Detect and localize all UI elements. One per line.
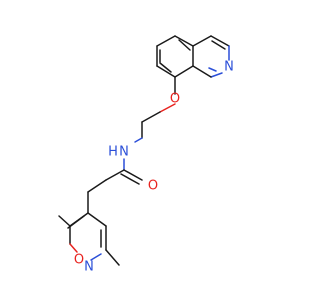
atom-labels: N O N H O O N [74,60,234,275]
isoxazole-nitrogen-label: N [84,260,94,275]
amide-nitrogen-label: N [119,145,129,160]
isoxazole-oxygen-label: O [74,253,84,268]
ether-linker [134,103,176,143]
amide-hydrogen-label: H [108,145,118,160]
carbonyl-oxygen-label: O [148,179,158,194]
isoxazole-ring [58,212,120,266]
molecule-structure: N O N H O O N [58,35,234,275]
quinoline-nitrogen-label: N [224,60,234,75]
quinoline-ring [156,35,230,95]
ether-oxygen-label: O [170,92,180,107]
amide-chain [87,158,143,214]
